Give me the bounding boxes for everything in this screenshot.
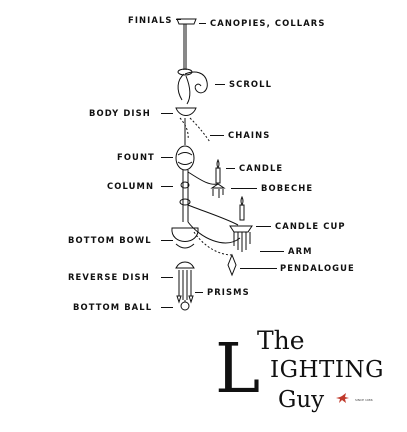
candle-cup-shape bbox=[229, 225, 253, 233]
label-column: COLUMN bbox=[107, 181, 155, 191]
label-chains: CHAINS bbox=[228, 130, 271, 140]
leader-fount bbox=[161, 157, 173, 158]
label-arm: ARM bbox=[288, 246, 313, 256]
label-bobeche: BOBECHE bbox=[261, 183, 314, 193]
label-bottom-bowl: BOTTOM BOWL bbox=[68, 235, 152, 245]
leader-arm bbox=[260, 251, 284, 252]
label-fount: FOUNT bbox=[117, 152, 155, 162]
logo-tagline: SINCE 1986 bbox=[355, 398, 373, 402]
leader-body-dish bbox=[161, 113, 173, 114]
candle-shape bbox=[215, 167, 221, 184]
label-finials: FINIALS bbox=[128, 15, 173, 25]
leader-reverse-dish bbox=[161, 277, 173, 278]
logo-big-l: L bbox=[215, 330, 261, 409]
leader-scroll bbox=[215, 84, 225, 85]
fount-shape bbox=[175, 145, 195, 171]
chain-shape bbox=[189, 117, 211, 143]
pendalogue-shape bbox=[227, 253, 237, 277]
label-scroll: SCROLL bbox=[229, 79, 273, 89]
label-candle-cup: CANDLE CUP bbox=[275, 221, 346, 231]
leader-bottom-bowl bbox=[161, 240, 173, 241]
label-candle: CANDLE bbox=[239, 163, 284, 173]
bottom-bowl-shape bbox=[171, 227, 199, 242]
logo-word-ighting: IGHTING bbox=[270, 357, 384, 383]
reverse-dish-shape bbox=[175, 261, 195, 269]
label-canopies-collars: CANOPIES, COLLARS bbox=[210, 18, 326, 28]
label-body-dish: BODY DISH bbox=[89, 108, 151, 118]
leader-pendalogue bbox=[240, 268, 277, 269]
leader-bottom-ball bbox=[161, 307, 173, 308]
leader-candle-cup bbox=[256, 226, 271, 227]
leader-canopies bbox=[199, 23, 206, 24]
arm-curve-shape bbox=[187, 221, 241, 244]
logo-word-the: The bbox=[257, 326, 305, 355]
upper-arm-shape bbox=[187, 171, 219, 185]
leader-bobeche bbox=[231, 188, 257, 189]
flame-shape bbox=[216, 158, 220, 170]
leader-finials bbox=[176, 19, 181, 20]
logo-accent-mark bbox=[336, 393, 349, 403]
leader-column bbox=[161, 186, 173, 187]
leader-candle bbox=[226, 168, 235, 169]
canopy-shape bbox=[176, 18, 197, 25]
label-reverse-dish: REVERSE DISH bbox=[68, 272, 150, 282]
label-bottom-ball: BOTTOM BALL bbox=[73, 302, 153, 312]
label-prisms: PRISMS bbox=[207, 287, 250, 297]
scroll-right-shape bbox=[184, 71, 208, 94]
leader-prisms bbox=[195, 292, 203, 293]
bobeche-shape bbox=[210, 183, 226, 189]
candle-cup-candle bbox=[239, 204, 245, 221]
leader-chains bbox=[210, 135, 224, 136]
bottom-ball-shape bbox=[180, 301, 190, 311]
lower-arm-top bbox=[187, 204, 239, 226]
label-pendalogue: PENDALOGUE bbox=[280, 263, 355, 273]
logo-word-guy: Guy bbox=[278, 387, 325, 413]
body-dish-shape bbox=[175, 107, 197, 116]
